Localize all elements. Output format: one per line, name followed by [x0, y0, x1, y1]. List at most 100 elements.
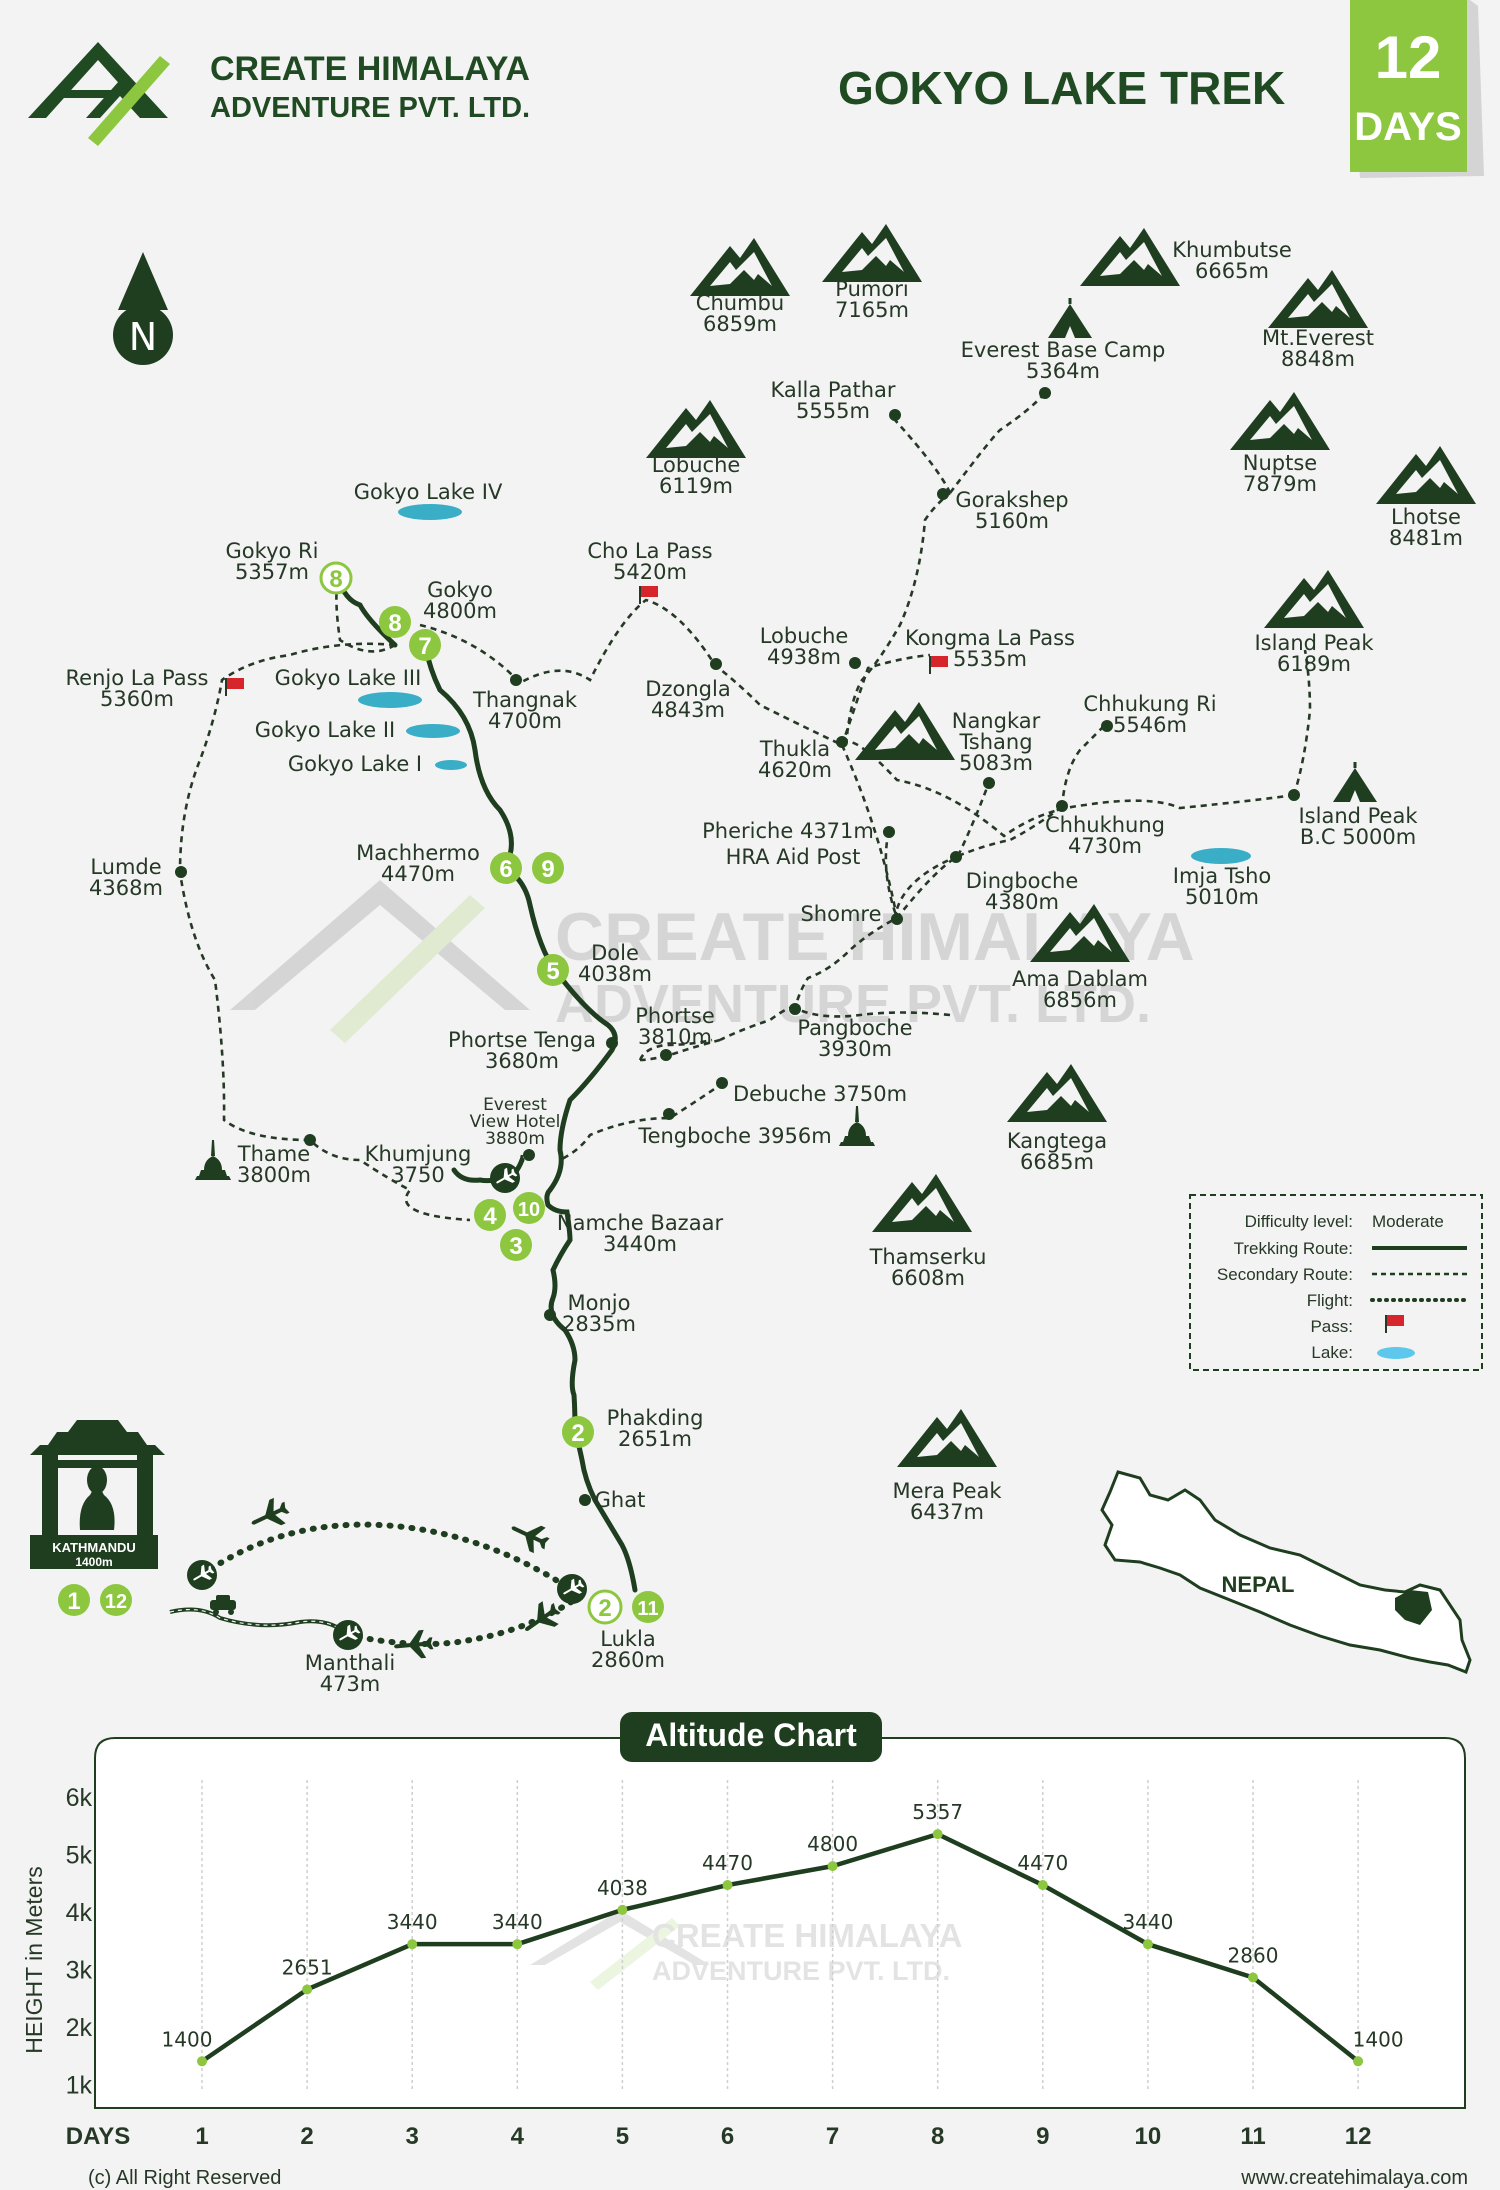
chart-point: [1248, 1972, 1258, 1983]
svg-text:7165m: 7165m: [835, 298, 909, 322]
svg-text:4843m: 4843m: [651, 698, 725, 722]
lake-gokyo-1: [435, 760, 467, 770]
svg-text:5: 5: [546, 958, 559, 985]
chart-data-label: 2651: [282, 1955, 333, 1979]
svg-text:Nuptse: Nuptse: [1243, 451, 1317, 475]
svg-text:1: 1: [67, 1588, 80, 1615]
svg-text:4368m: 4368m: [89, 876, 163, 900]
svg-text:NEPAL: NEPAL: [1222, 1572, 1295, 1597]
svg-text:2: 2: [571, 1420, 584, 1447]
svg-text:2860m: 2860m: [591, 1648, 665, 1672]
website-link[interactable]: www.createhimalaya.com: [1240, 2167, 1468, 2189]
svg-text:ADVENTURE PVT. LTD.: ADVENTURE PVT. LTD.: [652, 1956, 950, 1986]
svg-text:Gokyo Lake IV: Gokyo Lake IV: [354, 480, 503, 504]
chart-y-tick: 3k: [66, 1956, 93, 1984]
svg-text:5083m: 5083m: [959, 751, 1033, 775]
svg-text:Island Peak: Island Peak: [1254, 631, 1374, 655]
svg-text:Kongma La Pass: Kongma La Pass: [905, 626, 1075, 650]
svg-text:4938m: 4938m: [767, 645, 841, 669]
svg-text:Lobuche: Lobuche: [760, 624, 849, 648]
chart-point: [1353, 2056, 1364, 2067]
svg-text:Chhukung Ri: Chhukung Ri: [1083, 692, 1216, 716]
svg-text:ADVENTURE PVT. LTD.: ADVENTURE PVT. LTD.: [555, 974, 1151, 1034]
svg-text:7879m: 7879m: [1243, 472, 1317, 496]
chart-x-tick: 1: [195, 2123, 208, 2150]
chart-x-tick: 12: [1345, 2123, 1372, 2150]
svg-text:Nangkar: Nangkar: [952, 709, 1041, 733]
svg-text:5535m: 5535m: [953, 647, 1027, 671]
svg-text:11: 11: [637, 1598, 658, 1620]
chart-data-label: 5357: [912, 1800, 963, 1824]
chart-y-tick: 6k: [66, 1784, 93, 1812]
svg-text:HRA Aid Post: HRA Aid Post: [726, 845, 861, 869]
svg-text:Thukla: Thukla: [759, 737, 830, 761]
svg-text:Ghat: Ghat: [595, 1488, 646, 1512]
chart-point: [1037, 1880, 1048, 1891]
mountain-icon: [872, 1174, 972, 1232]
nepal-inset-map: NEPAL: [1100, 1470, 1472, 1674]
waypoints: [175, 387, 1300, 1506]
chart-data-label: 4470: [702, 1851, 753, 1875]
svg-text:Mt.Everest: Mt.Everest: [1262, 326, 1374, 350]
chart-data-label: 1400: [162, 2027, 213, 2051]
chart-data-label: 3440: [492, 1910, 543, 1934]
chart-data-label: 3440: [387, 1910, 438, 1934]
svg-text:4700m: 4700m: [488, 709, 562, 733]
mountain-icon: [1230, 392, 1330, 450]
chart-y-tick: 1k: [66, 2071, 93, 2099]
svg-text:8: 8: [329, 566, 342, 593]
chart-point: [1142, 1939, 1153, 1950]
chart-x-tick: 6: [721, 2123, 734, 2150]
svg-text:Ama Dablam: Ama Dablam: [1012, 967, 1148, 991]
svg-text:8: 8: [388, 610, 401, 637]
svg-text:N: N: [129, 315, 157, 359]
svg-text:Chumbu: Chumbu: [696, 291, 784, 315]
svg-text:Kalla Pathar: Kalla Pathar: [770, 378, 895, 402]
svg-text:Lake:: Lake:: [1311, 1343, 1353, 1362]
svg-text:4620m: 4620m: [758, 758, 832, 782]
svg-text:Imja Tsho: Imja Tsho: [1173, 864, 1271, 888]
svg-text:5364m: 5364m: [1026, 359, 1100, 383]
lakes: [358, 504, 1251, 864]
svg-text:4730m: 4730m: [1068, 834, 1142, 858]
mountain-icon: [1268, 270, 1368, 328]
north-compass-icon: N: [113, 252, 173, 365]
chart-x-tick: 4: [511, 2123, 525, 2150]
chart-y-tick: 5k: [66, 1842, 93, 1870]
svg-text:5360m: 5360m: [100, 687, 174, 711]
svg-text:12: 12: [105, 1591, 127, 1613]
svg-text:Kangtega: Kangtega: [1007, 1129, 1107, 1153]
airport-icon: [333, 1620, 363, 1650]
svg-text:6: 6: [499, 856, 512, 883]
svg-text:Pumori: Pumori: [835, 277, 908, 301]
svg-text:1400m: 1400m: [75, 1555, 112, 1569]
lake-gokyo-2: [406, 724, 460, 738]
chart-x-tick: 9: [1036, 2123, 1049, 2150]
svg-text:Lukla: Lukla: [600, 1627, 656, 1651]
plane-icon: [517, 1596, 566, 1642]
chart-data-label: 4800: [807, 1832, 858, 1856]
svg-text:5420m: 5420m: [613, 560, 687, 584]
svg-text:Dzongla: Dzongla: [645, 677, 730, 701]
chart-point: [617, 1904, 628, 1915]
chart-x-tick: 7: [826, 2123, 839, 2150]
mountain-icon: [646, 400, 746, 458]
svg-text:Manthali: Manthali: [305, 1651, 395, 1675]
chart-data-label: 4038: [597, 1876, 648, 1900]
airport-icon: [557, 1574, 587, 1604]
chart-point: [407, 1939, 418, 1950]
day-badges: 8 8 7 6 9 5 4 10 3 2 2 11 1 12: [58, 561, 664, 1625]
airport-icon: [490, 1163, 520, 1193]
chart-point: [512, 1939, 523, 1950]
svg-text:6189m: 6189m: [1277, 652, 1351, 676]
chart-x-tick: 5: [616, 2123, 629, 2150]
svg-text:Trekking Route:: Trekking Route:: [1234, 1239, 1353, 1258]
svg-text:Lhotse: Lhotse: [1391, 505, 1461, 529]
days-badge: 12 DAYS: [1350, 0, 1484, 178]
svg-text:3810m: 3810m: [638, 1025, 712, 1049]
svg-text:473m: 473m: [320, 1672, 381, 1696]
svg-text:KATHMANDU: KATHMANDU: [52, 1540, 136, 1555]
svg-text:Tengboche 3956m: Tengboche 3956m: [637, 1124, 831, 1148]
chart-point: [197, 2056, 207, 2067]
